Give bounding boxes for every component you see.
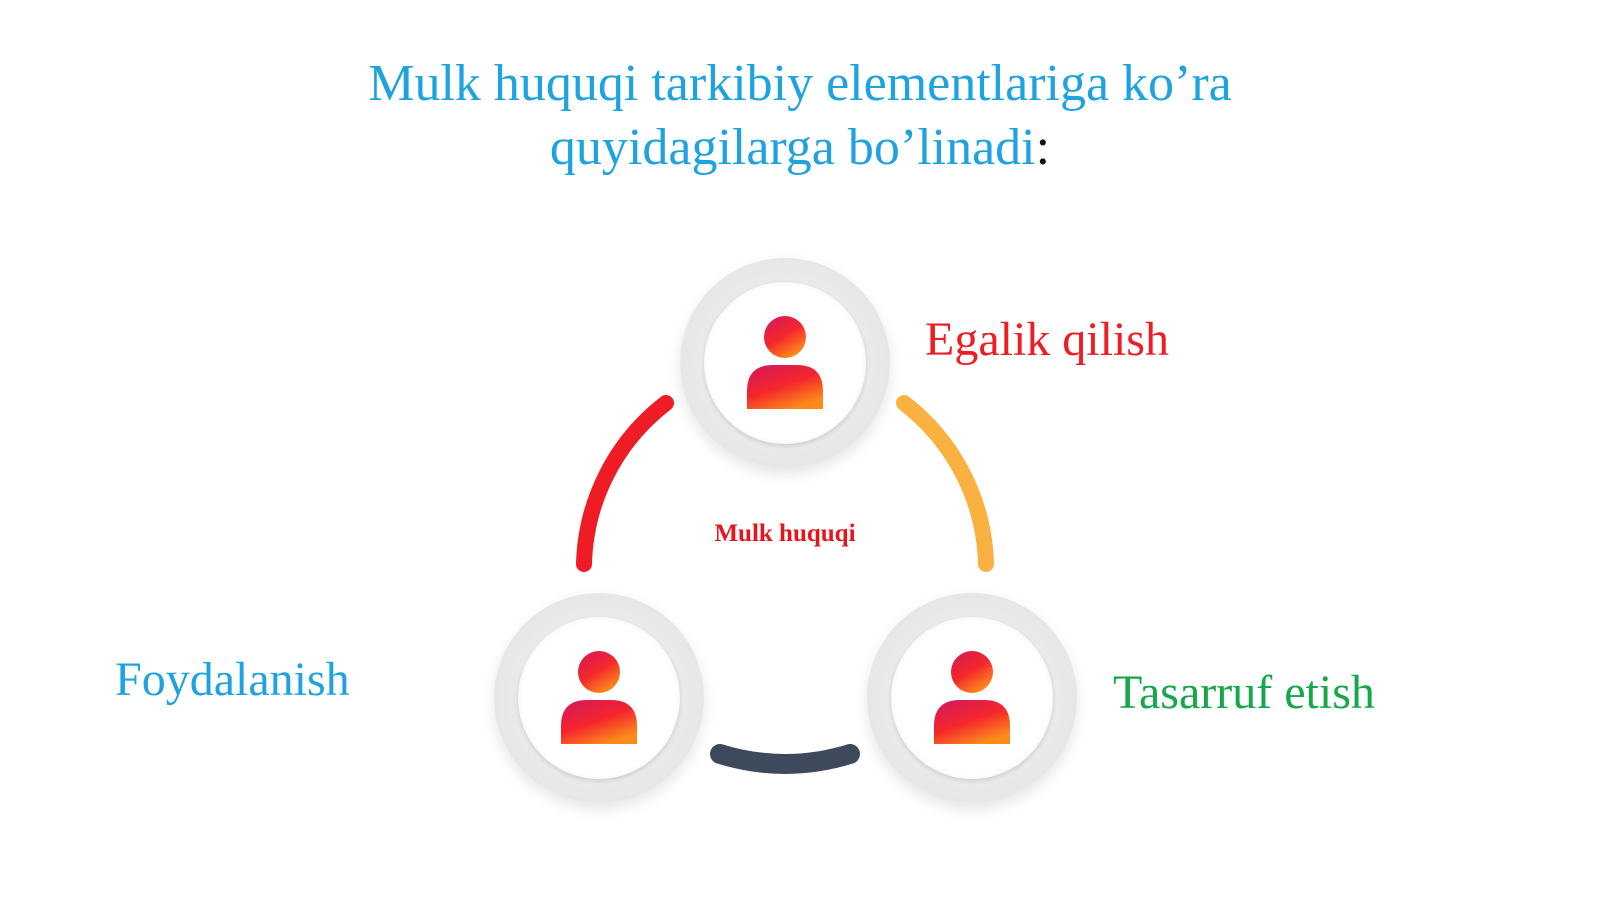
title-line-2: quyidagilarga bo’linadi:	[0, 116, 1600, 180]
connector-arc-bottom	[710, 744, 860, 774]
page-title: Mulk huquqi tarkibiy elementlariga ko’ra…	[0, 52, 1600, 180]
node-foydalanish	[494, 593, 704, 803]
center-label: Mulk huquqi	[714, 520, 856, 547]
connector-arc-right	[896, 395, 994, 572]
node-tasarruf	[867, 593, 1077, 803]
person-icon	[934, 651, 1010, 744]
person-icon	[561, 651, 637, 744]
node-inner	[891, 617, 1053, 779]
person-icon	[747, 316, 823, 409]
node-egalik	[680, 258, 890, 468]
title-line-1: Mulk huquqi tarkibiy elementlariga ko’ra	[368, 55, 1232, 112]
node-inner	[704, 282, 866, 444]
connector-arc-left	[576, 395, 674, 572]
label-egalik-qilish: Egalik qilish	[925, 313, 1169, 366]
title-line-2-text: quyidagilarga bo’linadi	[549, 119, 1036, 176]
label-foydalanish: Foydalanish	[115, 653, 350, 706]
node-inner	[518, 617, 680, 779]
label-tasarruf-etish: Tasarruf etish	[1113, 666, 1375, 719]
title-colon: :	[1035, 119, 1051, 176]
